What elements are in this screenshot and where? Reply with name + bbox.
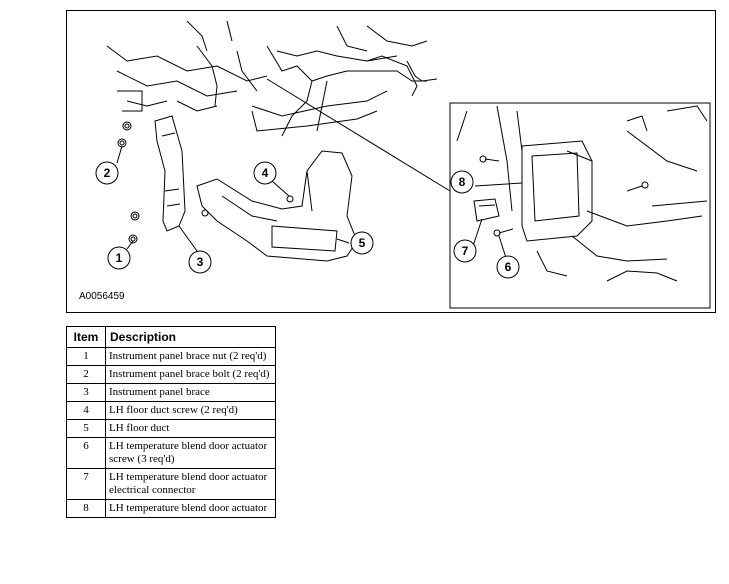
item-number: 8	[66, 499, 106, 518]
table-row: 3 Instrument panel brace	[66, 383, 276, 402]
table-header-row: Item Description	[66, 326, 276, 348]
svg-text:4: 4	[262, 166, 269, 180]
parts-table: Item Description 1 Instrument panel brac…	[66, 326, 276, 518]
inset-frame	[449, 102, 711, 309]
table-row: 8 LH temperature blend door actuator	[66, 499, 276, 518]
callout-6: 6	[496, 255, 520, 279]
table-row: 1 Instrument panel brace nut (2 req'd)	[66, 347, 276, 366]
exploded-diagram: 2 1 3 4 5 8 7 6 A0056459	[66, 10, 716, 313]
callout-8: 8	[450, 170, 474, 194]
callout-2: 2	[95, 161, 119, 185]
table-row: 2 Instrument panel brace bolt (2 req'd)	[66, 365, 276, 384]
svg-text:1: 1	[116, 251, 123, 265]
lh-floor-duct	[196, 150, 358, 262]
item-description: Instrument panel brace	[105, 383, 276, 402]
svg-text:7: 7	[462, 244, 469, 258]
svg-text:5: 5	[359, 236, 366, 250]
item-number: 4	[66, 401, 106, 420]
callout-4: 4	[253, 161, 277, 185]
callout-3: 3	[188, 250, 212, 274]
table-row: 4 LH floor duct screw (2 req'd)	[66, 401, 276, 420]
svg-text:3: 3	[197, 255, 204, 269]
table-row: 6 LH temperature blend door actuator scr…	[66, 437, 276, 469]
item-number: 7	[66, 468, 106, 500]
item-number: 1	[66, 347, 106, 366]
brace-fasteners	[117, 121, 140, 244]
inset-detail	[456, 105, 708, 282]
svg-text:2: 2	[104, 166, 111, 180]
item-number: 5	[66, 419, 106, 438]
table-row: 7 LH temperature blend door actuator ele…	[66, 468, 276, 500]
item-description: LH temperature blend door actuator screw…	[105, 437, 276, 469]
leader-line	[266, 78, 451, 192]
description-header: Description	[105, 326, 276, 348]
figure-id: A0056459	[79, 291, 125, 302]
svg-text:8: 8	[459, 175, 466, 189]
item-number: 3	[66, 383, 106, 402]
item-description: Instrument panel brace nut (2 req'd)	[105, 347, 276, 366]
item-description: LH temperature blend door actuator	[105, 499, 276, 518]
item-description: LH floor duct screw (2 req'd)	[105, 401, 276, 420]
callout-1: 1	[107, 246, 131, 270]
item-description: LH temperature blend door actuator elect…	[105, 468, 276, 500]
item-header: Item	[66, 326, 106, 348]
instrument-panel-brace	[154, 115, 186, 232]
item-number: 2	[66, 365, 106, 384]
item-description: Instrument panel brace bolt (2 req'd)	[105, 365, 276, 384]
item-number: 6	[66, 437, 106, 469]
callout-7: 7	[453, 239, 477, 263]
table-row: 5 LH floor duct	[66, 419, 276, 438]
diagram-artwork: 2 1 3 4 5 8 7 6	[95, 20, 711, 309]
svg-text:6: 6	[505, 260, 512, 274]
item-description: LH floor duct	[105, 419, 276, 438]
instrument-panel-structure	[106, 20, 438, 137]
callout-5: 5	[350, 231, 374, 255]
